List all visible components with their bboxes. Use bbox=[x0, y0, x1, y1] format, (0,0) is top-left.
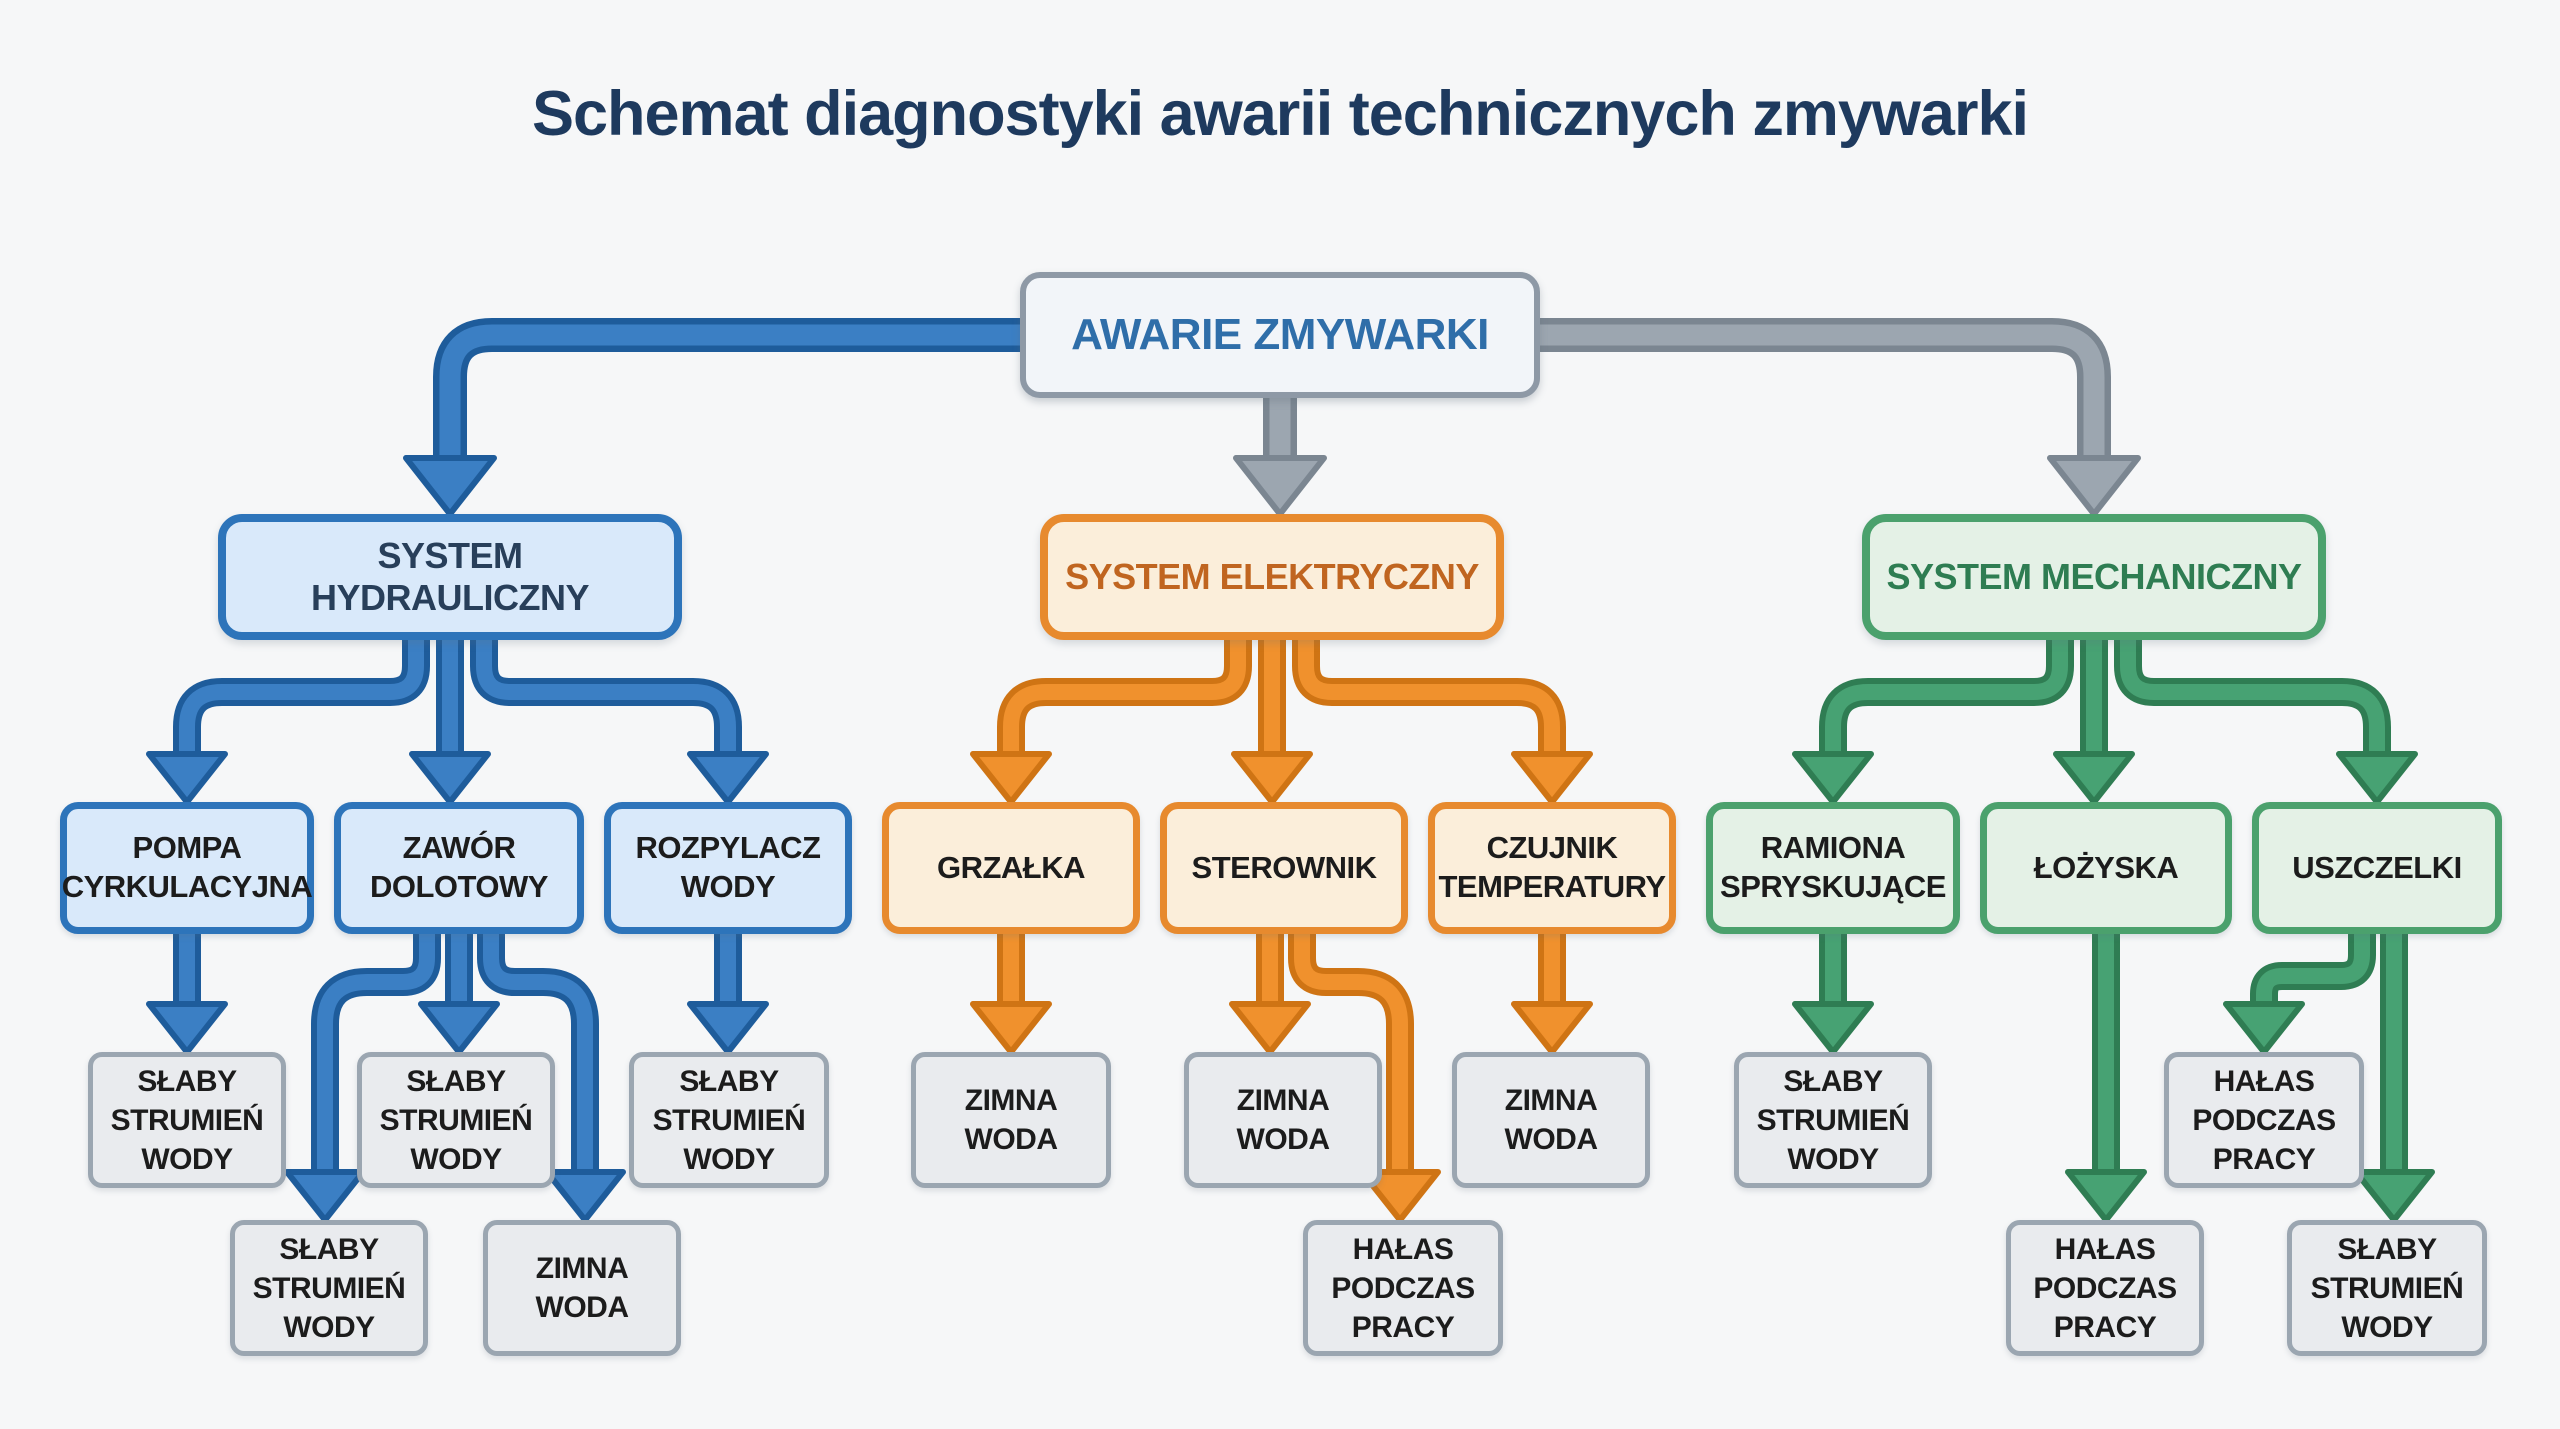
connector-awarie-zmywarki-to-system-mechaniczny bbox=[1540, 318, 2141, 517]
arrowhead bbox=[1792, 1001, 1874, 1055]
arrowhead bbox=[1231, 751, 1313, 805]
arrowhead bbox=[403, 455, 497, 517]
node-ramiona-spryskujace: RAMIONA SPRYSKUJĄCE bbox=[1706, 802, 1960, 934]
node-slaby-strumien-6: SŁABY STRUMIEŃ WODY bbox=[2287, 1220, 2487, 1356]
node-halas-1: HAŁAS PODCZAS PRACY bbox=[1303, 1220, 1503, 1356]
arrowhead bbox=[2223, 1001, 2305, 1055]
arrowhead bbox=[970, 1001, 1052, 1055]
node-zimna-woda-4: ZIMNA WODA bbox=[1452, 1052, 1650, 1188]
arrowhead bbox=[2065, 1169, 2147, 1223]
node-slaby-strumien-1: SŁABY STRUMIEŃ WODY bbox=[88, 1052, 286, 1188]
node-sterownik: STEROWNIK bbox=[1160, 802, 1408, 934]
connector-rozpylacz-wody-to-slaby-strumien-3 bbox=[687, 934, 769, 1055]
node-system-mechaniczny: SYSTEM MECHANICZNY bbox=[1862, 514, 2326, 640]
node-zimna-woda-3: ZIMNA WODA bbox=[1184, 1052, 1382, 1188]
connector-sterownik-to-halas-1 bbox=[1288, 934, 1441, 1223]
node-system-elektryczny: SYSTEM ELEKTRYCZNY bbox=[1040, 514, 1504, 640]
arrowhead bbox=[2053, 751, 2135, 805]
node-pompa-cyrkulacyjna: POMPA CYRKULACYJNA bbox=[60, 802, 314, 934]
node-zimna-woda-2: ZIMNA WODA bbox=[911, 1052, 1111, 1188]
arrowhead bbox=[2336, 751, 2418, 805]
arrowhead bbox=[418, 1001, 500, 1055]
node-lozyska: ŁOŻYSKA bbox=[1980, 802, 2232, 934]
node-zawor-dolotowy: ZAWÓR DOLOTOWY bbox=[334, 802, 584, 934]
node-rozpylacz-wody: ROZPYLACZ WODY bbox=[604, 802, 852, 934]
arrowhead bbox=[409, 751, 491, 805]
arrowhead bbox=[1233, 455, 1327, 517]
connector-sterownik-to-zimna-woda-3 bbox=[1229, 934, 1311, 1055]
arrowhead bbox=[2047, 455, 2141, 517]
node-awarie-zmywarki: AWARIE ZMYWARKI bbox=[1020, 272, 1540, 398]
connector-system-elektryczny-to-czujnik-temperatury bbox=[1292, 640, 1593, 805]
node-slaby-strumien-2: SŁABY STRUMIEŃ WODY bbox=[357, 1052, 555, 1188]
arrowhead bbox=[1229, 1001, 1311, 1055]
arrowhead bbox=[544, 1169, 626, 1223]
connector-system-mechaniczny-to-ramiona-spryskujace bbox=[1792, 640, 2074, 805]
connector-zawor-dolotowy-to-zimna-woda-1 bbox=[477, 934, 626, 1223]
page-title: Schemat diagnostyki awarii technicznych … bbox=[531, 79, 2029, 149]
connector-zawor-dolotowy-to-slaby-strumien-4 bbox=[284, 934, 441, 1223]
arrowhead bbox=[2353, 1169, 2435, 1223]
connector-system-mechaniczny-to-lozyska bbox=[2053, 640, 2135, 805]
connector-system-elektryczny-to-sterownik bbox=[1231, 640, 1313, 805]
connector-system-hydrauliczny-to-zawor-dolotowy bbox=[409, 640, 491, 805]
connector-system-mechaniczny-to-uszczelki bbox=[2114, 640, 2418, 805]
arrowhead bbox=[146, 751, 228, 805]
arrowhead bbox=[1511, 751, 1593, 805]
connector-ramiona-spryskujace-to-slaby-strumien-5 bbox=[1792, 934, 1874, 1055]
arrowhead bbox=[1359, 1169, 1441, 1223]
connector-awarie-zmywarki-to-system-hydrauliczny bbox=[403, 318, 1020, 517]
connector-pompa-cyrkulacyjna-to-slaby-strumien-1 bbox=[146, 934, 228, 1055]
node-slaby-strumien-4: SŁABY STRUMIEŃ WODY bbox=[230, 1220, 428, 1356]
arrowhead bbox=[1792, 751, 1874, 805]
node-system-hydrauliczny: SYSTEM HYDRAULICZNY bbox=[218, 514, 682, 640]
node-halas-2: HAŁAS PODCZAS PRACY bbox=[2164, 1052, 2364, 1188]
node-grzalka: GRZAŁKA bbox=[882, 802, 1140, 934]
arrowhead bbox=[687, 751, 769, 805]
connector-system-hydrauliczny-to-pompa-cyrkulacyjna bbox=[146, 640, 430, 805]
connector-uszczelki-to-slaby-strumien-6 bbox=[2353, 934, 2435, 1223]
arrowhead bbox=[284, 1169, 366, 1223]
connector-lozyska-to-halas-3 bbox=[2065, 934, 2147, 1223]
node-halas-3: HAŁAS PODCZAS PRACY bbox=[2006, 1220, 2204, 1356]
arrowhead bbox=[970, 751, 1052, 805]
connector-system-elektryczny-to-grzalka bbox=[970, 640, 1252, 805]
node-zimna-woda-1: ZIMNA WODA bbox=[483, 1220, 681, 1356]
node-slaby-strumien-3: SŁABY STRUMIEŃ WODY bbox=[629, 1052, 829, 1188]
connector-zawor-dolotowy-to-slaby-strumien-2 bbox=[418, 934, 500, 1055]
node-slaby-strumien-5: SŁABY STRUMIEŃ WODY bbox=[1734, 1052, 1932, 1188]
arrowhead bbox=[146, 1001, 228, 1055]
arrowhead bbox=[687, 1001, 769, 1055]
connector-awarie-zmywarki-to-system-elektryczny bbox=[1233, 398, 1327, 517]
connector-uszczelki-to-halas-2 bbox=[2223, 934, 2376, 1055]
node-czujnik-temperatury: CZUJNIK TEMPERATURY bbox=[1428, 802, 1676, 934]
connector-czujnik-temperatury-to-zimna-woda-4 bbox=[1511, 934, 1593, 1055]
arrowhead bbox=[1511, 1001, 1593, 1055]
node-uszczelki: USZCZELKI bbox=[2252, 802, 2502, 934]
connector-system-hydrauliczny-to-rozpylacz-wody bbox=[470, 640, 769, 805]
connector-grzalka-to-zimna-woda-2 bbox=[970, 934, 1052, 1055]
